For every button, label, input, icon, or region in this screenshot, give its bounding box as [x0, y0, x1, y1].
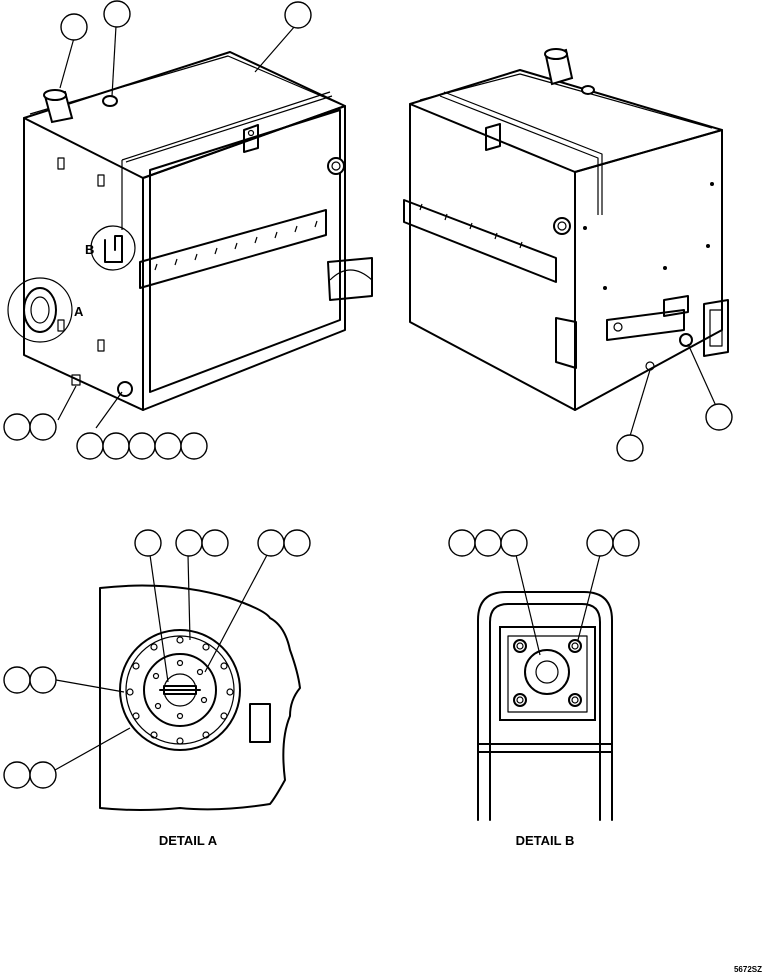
left-tank-callouts — [3, 0, 312, 460]
detail-a-marker-left: A — [74, 304, 84, 319]
drawing-number: 5672SZ — [734, 965, 762, 974]
callout-balloon — [448, 529, 476, 557]
callout-balloon — [180, 432, 208, 460]
callout-balloon — [102, 432, 130, 460]
callout-balloon — [29, 666, 57, 694]
callout-balloon — [3, 761, 31, 789]
callout-balloon — [103, 0, 131, 28]
callout-balloon — [257, 529, 285, 557]
callout-balloon — [29, 761, 57, 789]
left-tank-view: A B — [7, 51, 373, 411]
callout-balloon — [60, 13, 88, 41]
callout-balloon — [586, 529, 614, 557]
callout-balloon — [616, 434, 644, 462]
right-tank-view — [403, 48, 729, 411]
callout-balloon — [29, 413, 57, 441]
callout-balloon — [474, 529, 502, 557]
detail-b-view — [448, 529, 640, 821]
callout-balloon — [3, 413, 31, 441]
bolt-holes-a — [126, 636, 234, 745]
detail-a-view — [3, 529, 311, 811]
callout-balloon — [76, 432, 104, 460]
callout-balloon — [283, 529, 311, 557]
callout-balloon — [154, 432, 182, 460]
callout-balloon — [612, 529, 640, 557]
callout-balloon — [134, 529, 162, 557]
callout-balloon — [175, 529, 203, 557]
callout-balloon — [128, 432, 156, 460]
right-tank-callouts — [616, 343, 733, 462]
detail-b-caption: DETAIL B — [516, 833, 575, 848]
callout-balloon — [284, 1, 312, 29]
callout-balloon — [500, 529, 528, 557]
callout-balloon — [201, 529, 229, 557]
detail-a-caption: DETAIL A — [159, 833, 218, 848]
detail-b-marker-left: B — [85, 242, 94, 257]
callout-balloon — [705, 403, 733, 431]
callout-balloon — [3, 666, 31, 694]
